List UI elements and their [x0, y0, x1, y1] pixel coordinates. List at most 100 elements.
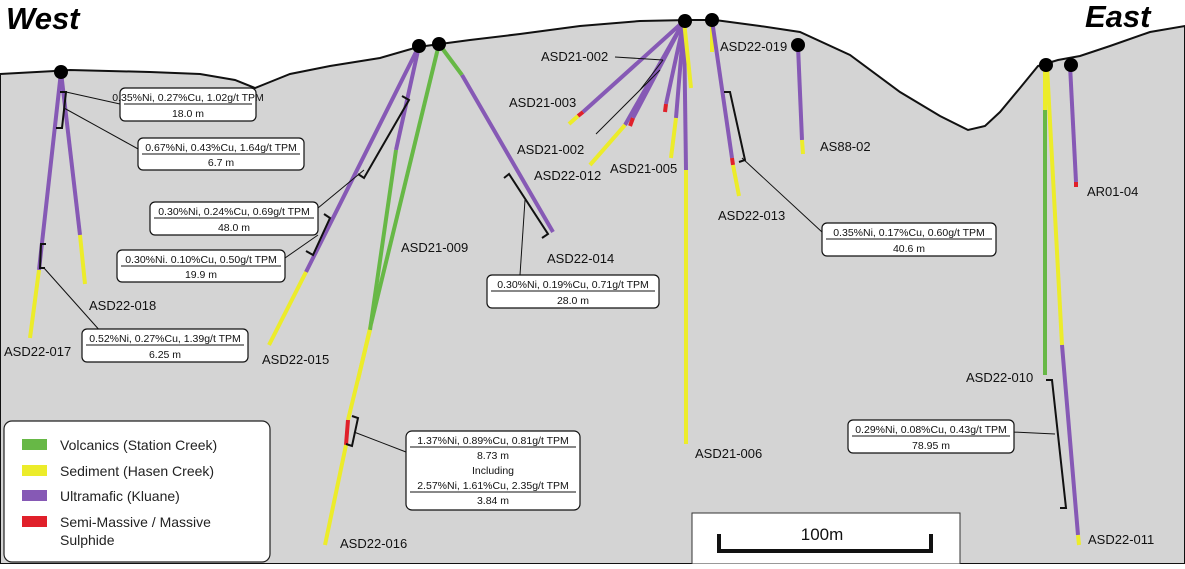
drill-trace-asd21-002-sulphide	[628, 117, 635, 127]
leader-line	[353, 431, 407, 453]
collar-marker	[1064, 58, 1078, 72]
drill-trace-asd22-016-sediment	[346, 329, 372, 421]
leader-line	[1011, 431, 1056, 435]
intercept-box: 0.67%Ni, 0.43%Cu, 1.64g/t TPM 6.7 m	[137, 137, 305, 171]
intercept-box: 0.29%Ni, 0.08%Cu, 0.43g/t TPM 78.95 m	[847, 419, 1015, 454]
intercept-length: 8.73 m	[477, 450, 509, 462]
intercept-length: 6.7 m	[208, 157, 235, 169]
hole-label: ASD22-010	[966, 370, 1033, 385]
drill-trace-asd22-011-sediment-bottom	[1076, 534, 1081, 546]
intercept-box: 0.30%Ni. 0.10%Cu, 0.50g/t TPM 19.9 m	[116, 249, 286, 283]
intercept-box: 0.35%Ni, 0.27%Cu, 1.02g/t TPM 18.0 m	[112, 87, 264, 122]
drill-trace-asd22-015-sediment	[267, 271, 308, 346]
legend-label-sulphide-line2: Sulphide	[60, 532, 115, 548]
intercept-boxes: 0.35%Ni, 0.27%Cu, 1.02g/t TPM 18.0 m 0.6…	[81, 87, 1015, 511]
leader-line	[63, 107, 141, 151]
bracket-asd22-013	[724, 91, 747, 163]
drill-trace-asd22-013-sediment	[731, 164, 741, 197]
drill-trace-asd22-019-sediment	[682, 20, 693, 89]
drill-trace-asd22-018-sediment	[78, 234, 87, 285]
intercept-grade: 1.37%Ni, 0.89%Cu, 0.81g/t TPM	[417, 435, 569, 447]
leader-line	[639, 59, 664, 91]
drill-trace-asd22-011-ultramafic	[1060, 344, 1080, 536]
hole-label: ASD21-005	[610, 161, 677, 176]
collar-marker	[1039, 58, 1053, 72]
drill-trace-asd22-016-sediment-lower	[323, 444, 348, 546]
hole-label: ASD22-012	[534, 168, 601, 183]
intercept-grade: 0.52%Ni, 0.27%Cu, 1.39g/t TPM	[89, 333, 241, 345]
intercept-grade: 0.35%Ni, 0.17%Cu, 0.60g/t TPM	[833, 227, 985, 239]
hole-labels: ASD22-017 ASD22-018 ASD22-015 ASD21-009 …	[4, 39, 1154, 551]
drill-trace-asd22-013-sulphide	[730, 157, 735, 166]
collar-marker	[412, 39, 426, 53]
collars	[54, 13, 1078, 79]
hole-label: AS88-02	[820, 139, 871, 154]
drill-trace-asd22-013-ultramafic	[710, 19, 734, 159]
leader-line	[65, 91, 121, 105]
drill-trace-asd21-005b-sediment	[669, 117, 678, 159]
hole-label: ASD22-015	[262, 352, 329, 367]
legend-swatch-volcanics	[22, 439, 47, 450]
legend: Volcanics (Station Creek) Sediment (Hase…	[3, 420, 271, 563]
legend-label-sediment: Sediment (Hasen Creek)	[60, 463, 214, 479]
bracket-asd22-011	[1046, 379, 1068, 509]
scale-bar: 100m	[691, 512, 961, 565]
hole-label: ASD21-003	[509, 95, 576, 110]
east-title: East	[1085, 0, 1152, 34]
drill-trace-asd22-016-volcanics	[368, 149, 398, 331]
drill-trace-asd22-017-sediment	[28, 269, 41, 339]
intercept-box: 0.52%Ni, 0.27%Cu, 1.39g/t TPM 6.25 m	[81, 328, 249, 363]
drill-trace-asd21-006-ultramafic	[682, 20, 688, 171]
leader-line	[317, 169, 365, 209]
intercept-length: 3.84 m	[477, 495, 509, 507]
drill-trace-as88-02-sediment	[800, 139, 805, 155]
leader-lines	[43, 56, 1056, 453]
intercept-box: 1.37%Ni, 0.89%Cu, 0.81g/t TPM 8.73 m Inc…	[405, 430, 581, 511]
collar-marker	[432, 37, 446, 51]
intercept-grade: 0.30%Ni, 0.24%Cu, 0.69g/t TPM	[158, 206, 310, 218]
drill-trace-asd21-003-sediment	[567, 114, 580, 126]
hole-label: ASD21-002	[541, 49, 608, 64]
scale-bar-label: 100m	[801, 525, 844, 544]
drill-trace-asd22-017-ultramafic	[37, 71, 63, 271]
intercept-box: 0.35%Ni, 0.17%Cu, 0.60g/t TPM 40.6 m	[821, 222, 997, 257]
hole-label: ASD21-009	[401, 240, 468, 255]
hole-label: ASD22-013	[718, 208, 785, 223]
intercept-length: 40.6 m	[893, 243, 925, 255]
drill-trace-asd22-016-sulphide	[344, 419, 350, 446]
collar-marker	[54, 65, 68, 79]
intercept-length: 28.0 m	[557, 295, 589, 307]
intercept-grade: 0.30%Ni. 0.10%Cu, 0.50g/t TPM	[125, 254, 277, 266]
collar-marker	[705, 13, 719, 27]
drill-trace-asd21-005-sulphide	[663, 103, 668, 113]
collar-marker	[678, 14, 692, 28]
drill-trace-ar01-04-ultramafic	[1068, 64, 1078, 183]
drill-trace-asd21-003-sulphide	[576, 110, 585, 118]
bracket-asd22-017-lower	[38, 243, 46, 269]
collar-marker	[791, 38, 805, 52]
bracket-asd22-014	[503, 172, 550, 239]
leader-line	[741, 157, 823, 233]
intercept-length: 19.9 m	[185, 269, 217, 281]
bracket-asd22-017-upper	[56, 91, 68, 129]
intercept-length: 18.0 m	[172, 108, 204, 120]
intercept-length: 6.25 m	[149, 349, 181, 361]
intercept-box: 0.30%Ni, 0.19%Cu, 0.71g/t TPM 28.0 m	[486, 274, 660, 309]
hole-label: AR01-04	[1087, 184, 1138, 199]
leader-line	[284, 234, 319, 259]
drill-trace-asd21-009-volcanics	[369, 43, 441, 325]
drill-trace-asd22-014-ultramafic	[460, 73, 555, 234]
drill-trace-asd21-002-ultramafic	[631, 20, 686, 119]
bracket-asd22-015-lower	[305, 213, 332, 257]
west-title: West	[6, 1, 81, 36]
drill-trace-asd22-012-sediment	[588, 123, 627, 167]
legend-swatch-sediment	[22, 465, 47, 476]
intercept-length: 78.95 m	[912, 440, 950, 452]
intercept-grade: 0.67%Ni, 0.43%Cu, 1.64g/t TPM	[145, 142, 297, 154]
intercept-grade: 0.29%Ni, 0.08%Cu, 0.43g/t TPM	[855, 424, 1007, 436]
drill-trace-asd22-011-sediment	[1045, 65, 1064, 346]
hole-label: ASD21-002	[517, 142, 584, 157]
legend-label-ultramafic: Ultramafic (Kluane)	[60, 488, 180, 504]
hole-label: ASD21-006	[695, 446, 762, 461]
